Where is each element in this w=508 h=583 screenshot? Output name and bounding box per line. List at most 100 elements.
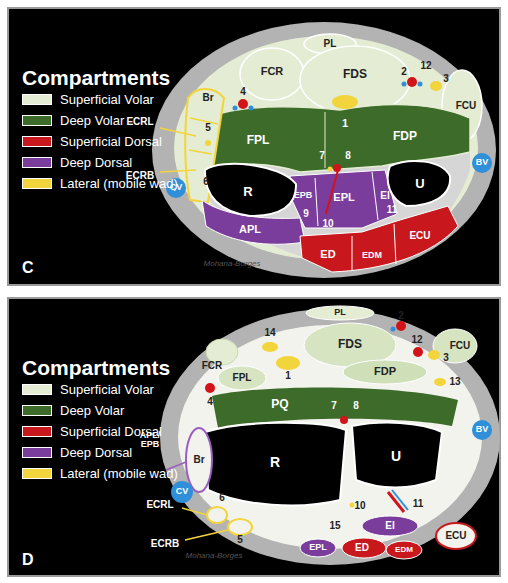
legend-swatch (22, 178, 52, 189)
structure-label: Br (193, 455, 204, 466)
structure-label: FPL (233, 373, 252, 384)
legend-text: Lateral (mobile wad) (60, 466, 178, 481)
nerve (350, 503, 355, 508)
callout-number: 4 (207, 397, 213, 408)
vein (402, 82, 407, 87)
structure-label: C (22, 260, 34, 277)
callout-number: 10 (354, 501, 365, 512)
structure-label: EDM (362, 251, 382, 260)
legend-row: Superficial Dorsal (22, 134, 162, 149)
muscle (300, 46, 410, 114)
muscle-border (394, 224, 396, 264)
legend-row: Lateral (mobile wad) (22, 466, 178, 481)
callout-number: 6 (203, 177, 209, 188)
tendon (433, 329, 477, 363)
structure-label: FCU (450, 341, 471, 352)
nerve (332, 95, 358, 109)
muscle-border (315, 178, 318, 226)
vein (472, 420, 492, 440)
vein (249, 106, 254, 111)
callout-number: 8 (353, 401, 359, 412)
structure-label: FPL (247, 134, 270, 147)
legend-row: Superficial Dorsal (22, 424, 162, 439)
callout-number: 3 (443, 74, 449, 85)
tendon (342, 538, 386, 558)
structure-label: Mohana-Borges (186, 552, 243, 560)
radius-bone (205, 164, 296, 216)
structure-label: PL (334, 308, 346, 317)
structure-label: FCR (202, 361, 223, 372)
structure-label: FDP (374, 366, 396, 378)
structure-label: ECRB (151, 539, 179, 550)
legend-text: Superficial Dorsal (60, 424, 162, 439)
callout-number: 7 (319, 151, 325, 162)
structure-label: FCR (261, 66, 284, 78)
structure-label: ECRL (146, 500, 173, 511)
structure-label: EI (385, 521, 394, 532)
structure-label: U (391, 449, 401, 464)
skin-ring (152, 22, 496, 278)
legend-swatch (22, 384, 52, 395)
leader-line (160, 128, 196, 172)
tendon (306, 306, 374, 320)
callout-number: 2 (398, 311, 404, 322)
tendon (386, 541, 422, 559)
nerve (428, 350, 440, 360)
structure-label: FCU (456, 101, 477, 112)
callout-number: 11 (413, 499, 424, 510)
panel-background (8, 298, 500, 576)
legend-row: Deep Volar (22, 113, 124, 128)
structure-label: FDP (393, 130, 417, 143)
structure-label: R (243, 185, 252, 199)
callout-number: 9 (303, 209, 309, 220)
tendon (362, 516, 418, 536)
artery (205, 383, 215, 393)
legend-swatch (22, 136, 52, 147)
callout-number: 14 (264, 328, 275, 339)
callout-number: 1 (342, 118, 348, 130)
vein (472, 153, 492, 173)
legend-swatch (22, 157, 52, 168)
structure-label: U (415, 177, 424, 191)
callout-number: 11 (387, 205, 398, 216)
structure-label: ECU (445, 531, 466, 542)
callout-number: 5 (205, 123, 211, 134)
legend-text: Deep Dorsal (60, 445, 132, 460)
legend-heading: Compartments (22, 67, 170, 89)
legend-heading: Compartments (22, 357, 170, 379)
panel-background (8, 8, 500, 285)
artery (413, 347, 423, 357)
structure-label: EPL (309, 543, 327, 552)
vein (391, 327, 396, 332)
callout-number: 5 (237, 535, 243, 546)
vein (392, 490, 408, 510)
muscle-border (372, 172, 378, 220)
legend-swatch (22, 405, 52, 416)
callout-number: 1 (285, 371, 291, 382)
tendon (218, 366, 266, 390)
structure-label: EPL (333, 192, 354, 204)
muscle-border (352, 236, 353, 270)
legend-swatch (22, 94, 52, 105)
callout-number: 12 (420, 61, 431, 72)
callout-number: 4 (240, 87, 246, 98)
structure-label: APL (239, 224, 261, 236)
tendon (228, 519, 252, 535)
deep-dorsal (290, 170, 397, 228)
vein (418, 82, 423, 87)
legend-swatch (22, 115, 52, 126)
structure-label: PL (324, 39, 337, 50)
legend-text: Superficial Volar (60, 92, 154, 107)
legend-text: Deep Volar (60, 113, 124, 128)
skin-ring (160, 309, 500, 565)
tendon (207, 507, 227, 523)
structure-label: R (270, 455, 280, 470)
structure-label: ED (355, 543, 369, 554)
legend-text: Lateral (mobile wad) (60, 176, 178, 191)
artery (238, 99, 248, 109)
tendon (300, 539, 336, 557)
radius-bone (205, 423, 346, 506)
muscle (240, 48, 304, 100)
legend-swatch (22, 426, 52, 437)
artery (396, 321, 406, 331)
